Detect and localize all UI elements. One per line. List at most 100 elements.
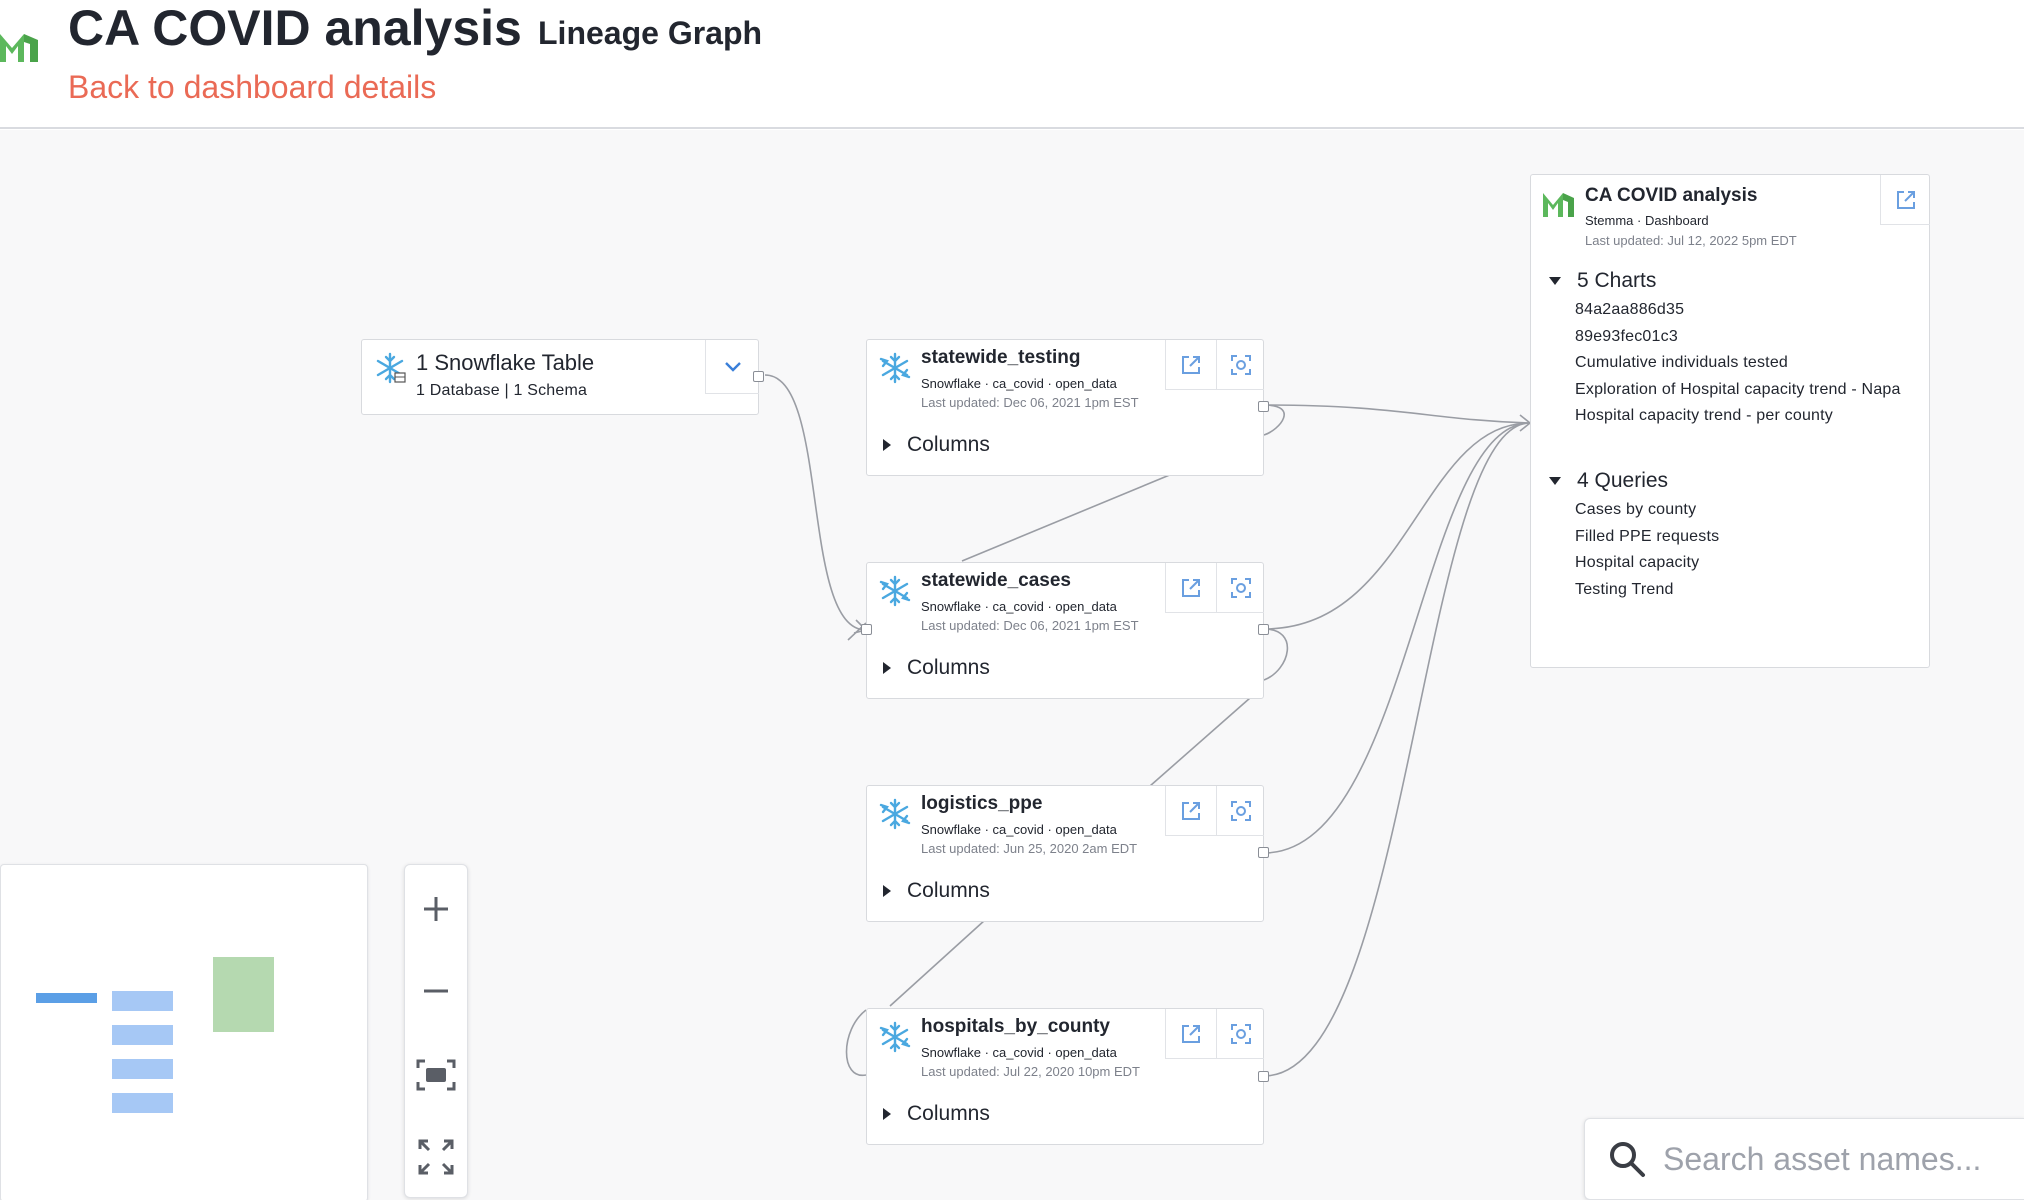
caret-right-icon bbox=[883, 885, 891, 897]
dashboard-node[interactable]: CA COVID analysis Stemma · Dashboard Las… bbox=[1530, 174, 1930, 668]
query-item[interactable]: Cases by county bbox=[1575, 501, 1697, 518]
caret-right-icon bbox=[883, 1108, 891, 1120]
zoom-in-button[interactable] bbox=[405, 869, 467, 949]
back-to-dashboard-link[interactable]: Back to dashboard details bbox=[68, 69, 437, 105]
group-node-subtitle: 1 Database | 1 Schema bbox=[416, 382, 588, 399]
columns-label: Columns bbox=[907, 433, 990, 456]
table-source: Snowflake · ca_covid · open_data bbox=[921, 376, 1117, 391]
output-port[interactable] bbox=[1258, 401, 1269, 412]
columns-toggle[interactable]: Columns bbox=[883, 655, 990, 681]
columns-label: Columns bbox=[907, 1102, 990, 1125]
fit-view-icon bbox=[416, 1059, 456, 1091]
open-dashboard-button[interactable] bbox=[1880, 175, 1930, 225]
table-actions bbox=[1165, 1009, 1264, 1059]
table-source: Snowflake · ca_covid · open_data bbox=[921, 599, 1117, 614]
input-port[interactable] bbox=[861, 624, 872, 635]
focus-icon bbox=[1231, 578, 1251, 598]
queries-section-toggle[interactable]: 4 Queries bbox=[1549, 469, 1668, 493]
charts-label: 5 Charts bbox=[1577, 269, 1657, 292]
open-in-new-button[interactable] bbox=[1166, 340, 1215, 390]
columns-label: Columns bbox=[907, 879, 990, 902]
table-updated: Last updated: Jun 25, 2020 2am EDT bbox=[921, 841, 1138, 856]
table-name: statewide_cases bbox=[921, 570, 1071, 591]
fit-view-button[interactable] bbox=[405, 1035, 467, 1115]
open-in-new-icon bbox=[1181, 802, 1200, 820]
focus-node-button[interactable] bbox=[1216, 1009, 1265, 1059]
minimap-table-node bbox=[112, 1093, 173, 1113]
columns-toggle[interactable]: Columns bbox=[883, 878, 990, 904]
output-port[interactable] bbox=[1258, 1071, 1269, 1082]
table-node-statewide-testing[interactable]: statewide_testing Snowflake · ca_covid ·… bbox=[866, 339, 1269, 476]
output-port[interactable] bbox=[753, 371, 764, 382]
asset-search bbox=[1584, 1118, 2024, 1200]
fullscreen-button[interactable] bbox=[405, 1117, 467, 1197]
group-node-title: 1 Snowflake Table bbox=[416, 350, 595, 375]
focus-icon bbox=[1231, 355, 1251, 375]
queries-label: 4 Queries bbox=[1577, 469, 1669, 492]
focus-icon bbox=[1231, 801, 1251, 821]
dashboard-source: Stemma · Dashboard bbox=[1585, 213, 1709, 228]
table-actions bbox=[1165, 563, 1264, 613]
lineage-canvas[interactable]: 1 Snowflake Table 1 Database | 1 Schema … bbox=[0, 130, 2024, 1200]
table-updated: Last updated: Dec 06, 2021 1pm EST bbox=[921, 618, 1139, 633]
table-updated: Last updated: Dec 06, 2021 1pm EST bbox=[921, 395, 1139, 410]
snowflake-icon bbox=[879, 352, 911, 384]
open-in-new-button[interactable] bbox=[1166, 563, 1215, 613]
plus-icon bbox=[424, 897, 448, 921]
chevron-down-icon bbox=[724, 361, 741, 372]
minimap-table-node bbox=[112, 1025, 173, 1045]
open-in-new-icon bbox=[1181, 356, 1200, 374]
open-in-new-button[interactable] bbox=[1166, 1009, 1215, 1059]
fullscreen-icon bbox=[418, 1139, 454, 1175]
chart-item[interactable]: Cumulative individuals tested bbox=[1575, 354, 1789, 371]
dashboard-updated: Last updated: Jul 12, 2022 5pm EDT bbox=[1585, 233, 1797, 248]
stemma-logo-icon bbox=[1543, 193, 1574, 217]
graph-minimap[interactable] bbox=[0, 864, 368, 1200]
columns-toggle[interactable]: Columns bbox=[883, 1101, 990, 1127]
open-in-new-button[interactable] bbox=[1166, 786, 1215, 836]
focus-node-button[interactable] bbox=[1216, 340, 1265, 390]
focus-node-button[interactable] bbox=[1216, 563, 1265, 613]
charts-list: 84a2aa886d35 89e93fec01c3 Cumulative ind… bbox=[1575, 297, 1901, 430]
table-source: Snowflake · ca_covid · open_data bbox=[921, 1045, 1117, 1060]
minimap-dashboard-node bbox=[213, 957, 274, 1032]
open-in-new-icon bbox=[1181, 1025, 1200, 1043]
minimap-table-node bbox=[112, 1059, 173, 1079]
chart-item[interactable]: 84a2aa886d35 bbox=[1575, 301, 1685, 318]
table-node-logistics-ppe[interactable]: logistics_ppe Snowflake · ca_covid · ope… bbox=[866, 785, 1269, 922]
table-updated: Last updated: Jul 22, 2020 10pm EDT bbox=[921, 1064, 1140, 1079]
query-item[interactable]: Hospital capacity bbox=[1575, 554, 1700, 571]
table-node-statewide-cases[interactable]: statewide_cases Snowflake · ca_covid · o… bbox=[861, 562, 1269, 699]
output-port[interactable] bbox=[1258, 847, 1269, 858]
page-subtitle: Lineage Graph bbox=[538, 15, 763, 51]
minus-icon bbox=[424, 989, 448, 993]
query-item[interactable]: Testing Trend bbox=[1575, 580, 1674, 598]
focus-icon bbox=[1231, 1024, 1251, 1044]
columns-toggle[interactable]: Columns bbox=[883, 432, 990, 458]
zoom-out-button[interactable] bbox=[405, 951, 467, 1031]
snowflake-icon bbox=[879, 1021, 911, 1053]
expand-group-button[interactable] bbox=[705, 340, 759, 394]
charts-section-toggle[interactable]: 5 Charts bbox=[1549, 269, 1656, 293]
minimap-table-node bbox=[112, 991, 173, 1011]
snowflake-table-icon bbox=[376, 352, 406, 384]
search-icon bbox=[1610, 1142, 1645, 1177]
table-source: Snowflake · ca_covid · open_data bbox=[921, 822, 1117, 837]
open-in-new-icon bbox=[1896, 190, 1915, 209]
table-node-hospitals-by-county[interactable]: hospitals_by_county Snowflake · ca_covid… bbox=[866, 1008, 1269, 1145]
snowflake-table-group-node[interactable]: 1 Snowflake Table 1 Database | 1 Schema bbox=[361, 339, 764, 415]
chart-item[interactable]: Hospital capacity trend - per county bbox=[1575, 407, 1833, 424]
chart-item[interactable]: 89e93fec01c3 bbox=[1575, 327, 1678, 345]
zoom-controls bbox=[404, 864, 468, 1198]
snowflake-icon bbox=[879, 798, 911, 830]
focus-node-button[interactable] bbox=[1216, 786, 1265, 836]
output-port[interactable] bbox=[1258, 624, 1269, 635]
query-item[interactable]: Filled PPE requests bbox=[1575, 527, 1720, 545]
caret-down-icon bbox=[1549, 477, 1561, 485]
caret-right-icon bbox=[883, 439, 891, 451]
table-actions bbox=[1165, 340, 1264, 390]
snowflake-icon bbox=[879, 575, 911, 607]
minimap-group-node bbox=[36, 993, 97, 1003]
search-input[interactable] bbox=[1663, 1135, 2013, 1183]
chart-item[interactable]: Exploration of Hospital capacity trend -… bbox=[1575, 380, 1901, 398]
